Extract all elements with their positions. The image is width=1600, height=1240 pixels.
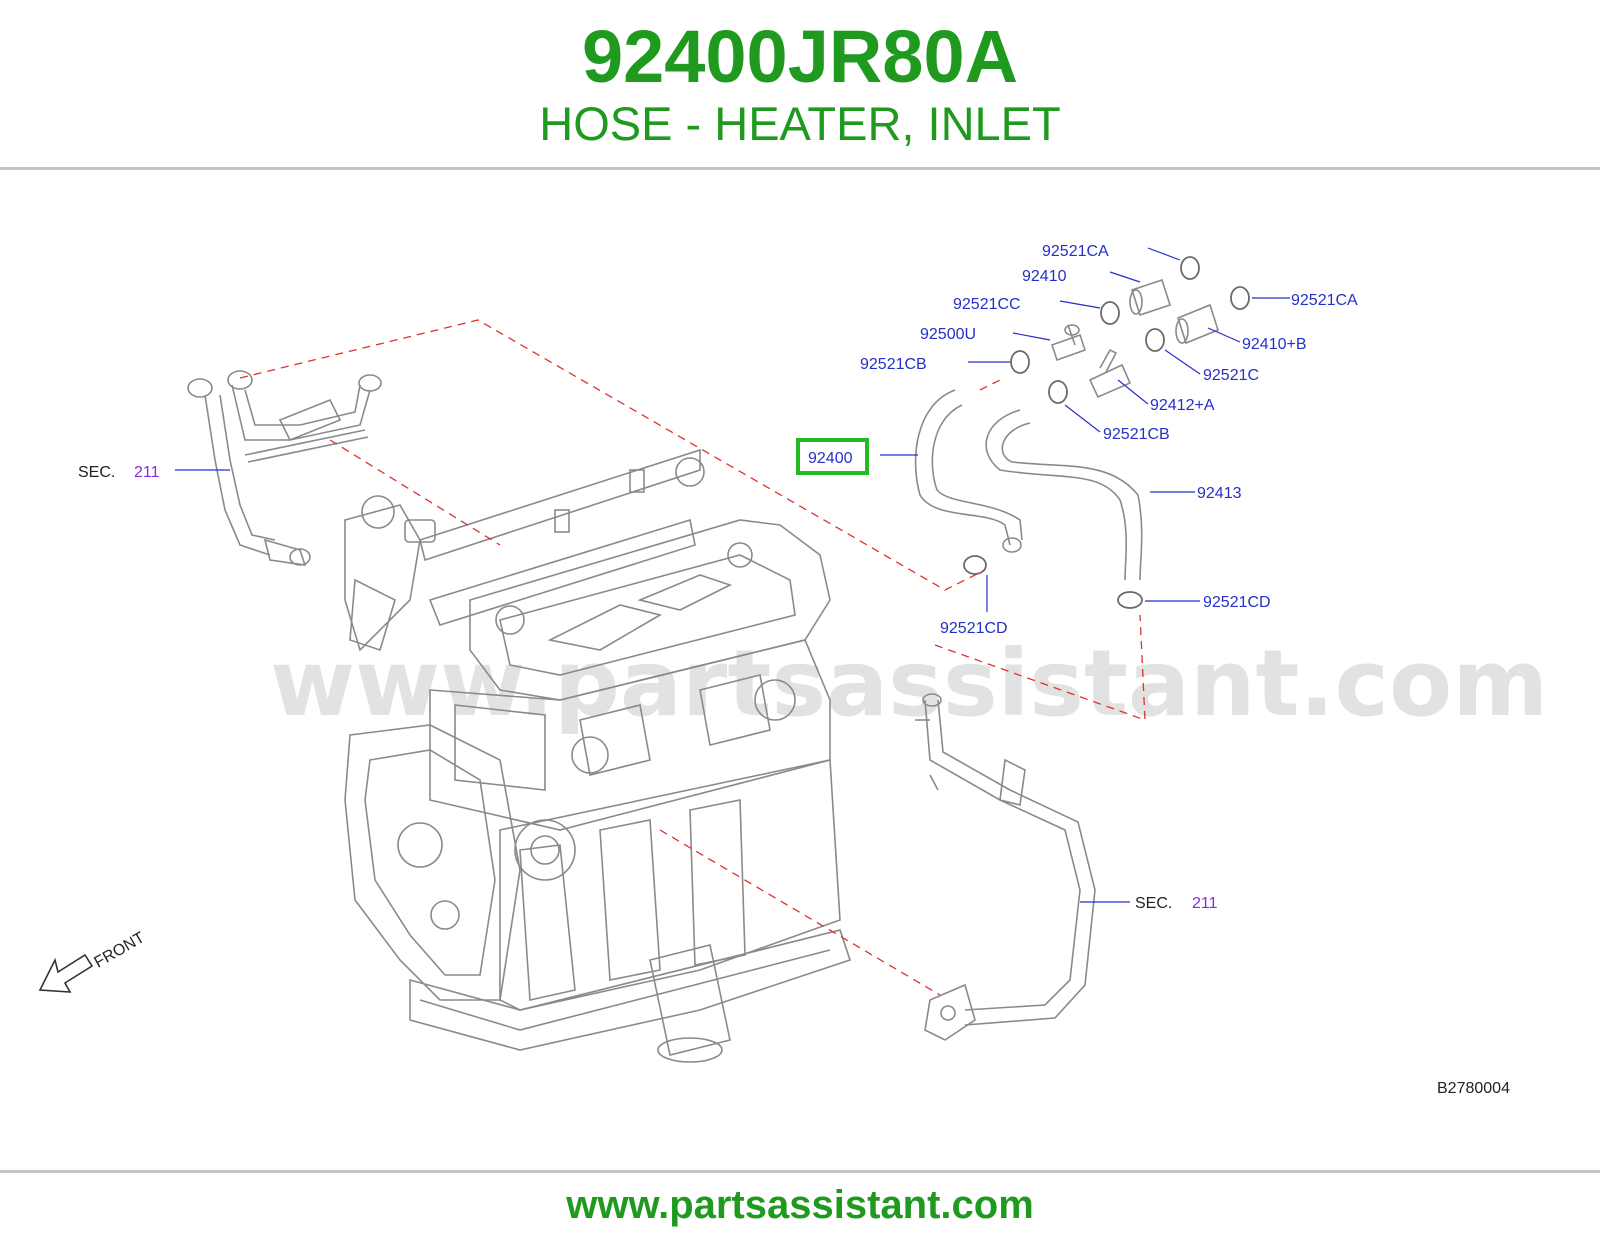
callout-92410[interactable]: 92410 — [1022, 268, 1067, 285]
leader-lines — [175, 247, 1290, 903]
sec-right-prefix: SEC. — [1135, 895, 1172, 912]
hose-clamps — [963, 256, 1250, 609]
arrow-down-left-icon — [38, 953, 94, 993]
front-indicator: FRONT — [38, 929, 148, 993]
callout-92521c[interactable]: 92521C — [1203, 367, 1259, 384]
sec-left-number[interactable]: 211 — [134, 464, 160, 481]
engine-illustration — [344, 448, 852, 1063]
diagram-code: B2780004 — [1437, 1080, 1510, 1097]
footer-divider — [0, 1170, 1600, 1173]
water-pipe-left — [187, 370, 382, 566]
callout-92521cb-left[interactable]: 92521CB — [860, 356, 927, 373]
alignment-dashes — [239, 319, 1146, 996]
part-number: 92400JR80A — [581, 15, 1019, 98]
callout-92410b[interactable]: 92410+B — [1242, 336, 1307, 353]
callout-92413[interactable]: 92413 — [1197, 485, 1242, 502]
sec-left-prefix: SEC. — [78, 464, 115, 481]
watermark-text: www.partsassistant.com — [270, 630, 1548, 737]
header: 92400JR80A HOSE - HEATER, INLET — [0, 0, 1600, 168]
part-name: HOSE - HEATER, INLET — [539, 97, 1061, 150]
footer-url[interactable]: www.partsassistant.com — [566, 1183, 1034, 1227]
callout-92500u[interactable]: 92500U — [920, 326, 976, 343]
water-pipe-right — [915, 693, 1096, 1041]
front-label: FRONT — [92, 929, 148, 971]
callout-92521cd-right[interactable]: 92521CD — [1203, 594, 1271, 611]
callout-labels: 92521CA 92410 92521CC 92521CA 92500U 924… — [78, 243, 1510, 1097]
highlight-box-92400[interactable] — [796, 438, 869, 475]
callout-92521ca-right[interactable]: 92521CA — [1291, 292, 1358, 309]
callout-92521cd-left[interactable]: 92521CD — [940, 620, 1008, 637]
callout-92400[interactable]: 92400 — [808, 450, 853, 467]
callout-92412a[interactable]: 92412+A — [1150, 397, 1215, 414]
callout-92521ca-top[interactable]: 92521CA — [1042, 243, 1109, 260]
callout-92521cc[interactable]: 92521CC — [953, 296, 1021, 313]
callout-92521cb-mid[interactable]: 92521CB — [1103, 426, 1170, 443]
heater-hoses — [914, 278, 1219, 581]
sec-right-number[interactable]: 211 — [1192, 895, 1218, 912]
header-divider — [0, 167, 1600, 170]
